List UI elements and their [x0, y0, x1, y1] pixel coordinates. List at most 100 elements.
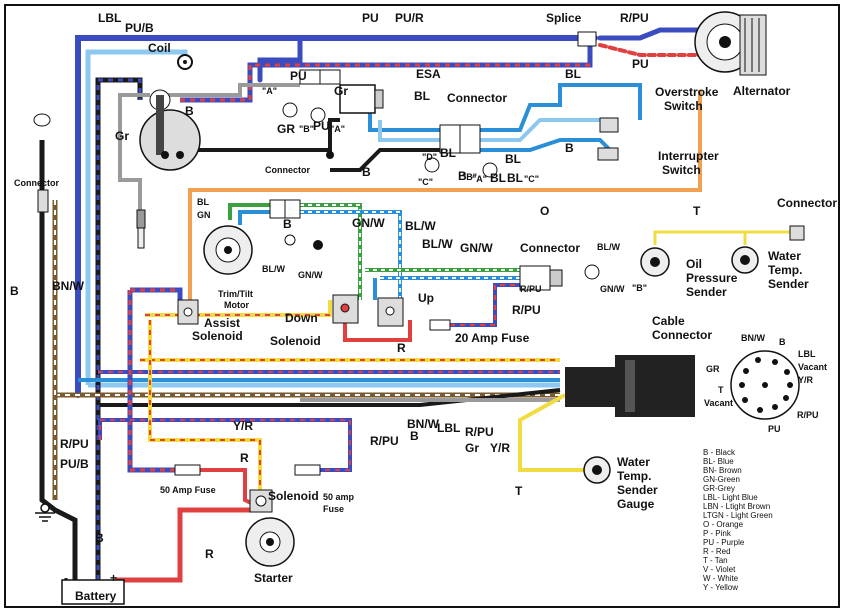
label-bundle-bnw: BN/W: [407, 417, 440, 431]
solenoid-down: [332, 294, 359, 324]
label-o: O: [540, 204, 549, 218]
label-switch2: Switch: [662, 163, 701, 177]
label-r-pu-top: R/PU: [620, 11, 649, 25]
label-bl-lower1: BL: [440, 146, 456, 160]
label-connector-left: Connector: [14, 178, 59, 188]
splice: [577, 31, 597, 47]
label-bl-w-mid: BL/W: [422, 237, 453, 251]
label-cable-connector: Connector: [652, 328, 712, 342]
label-connector-oil: Connector: [777, 196, 837, 210]
legend-entry: LBN - Ltight Brown: [703, 502, 770, 511]
label-bl-lower2: BL: [505, 152, 521, 166]
pin-y-r: Y/R: [798, 375, 814, 385]
oil-pressure-sender: [640, 247, 670, 277]
label-up: Up: [418, 291, 434, 305]
label-bl-w-trim: BL/W: [405, 219, 436, 233]
cable-pin-diagram: [730, 350, 800, 420]
label-water-temp1: Water: [768, 249, 801, 263]
label-gr-lower: GR: [277, 122, 295, 136]
label-pu-b-top: PU/B: [125, 21, 154, 35]
label-gn-trim: GN: [197, 210, 211, 220]
label-plus: +: [110, 571, 117, 585]
label-b-quote: "B": [299, 124, 314, 134]
legend-entry: T - Tan: [703, 556, 728, 565]
label-water-temp2: Temp.: [768, 263, 802, 277]
label-cable: Cable: [652, 314, 685, 328]
connector-oil: [789, 225, 805, 241]
label-pressure: Pressure: [686, 271, 738, 285]
label-bl-overstroke: BL: [565, 67, 581, 81]
solenoid-up: [377, 297, 404, 327]
connector-left: [33, 113, 51, 213]
label-solenoid-mid: Solenoid: [270, 334, 321, 348]
label-t-gauge: T: [515, 484, 523, 498]
starter-solenoid: [249, 489, 273, 513]
label-interrupter: Interrupter: [658, 149, 719, 163]
label-gr-esa: Gr: [334, 84, 348, 98]
label-bl-w-conn: BL/W: [597, 242, 620, 252]
label-overstroke: Overstroke: [655, 85, 719, 99]
legend-entry: BL- Blue: [703, 457, 734, 466]
fuse-20-amp: [429, 319, 451, 331]
wire-o: [188, 90, 702, 300]
label-pu-b-left: PU/B: [60, 457, 89, 471]
trigger-terminals: [424, 157, 498, 178]
label-r-under: R: [397, 341, 406, 355]
connector-mid: [439, 124, 481, 154]
pin-vacant1: Vacant: [798, 362, 827, 372]
label-r-pu-fuse: R/PU: [512, 303, 541, 317]
pin-r-pu: R/PU: [797, 410, 819, 420]
label-r-upper-sol: R: [240, 451, 249, 465]
label-r-bottom: R: [205, 547, 214, 561]
label-sender: Sender: [686, 285, 727, 299]
wire-pu-top: [75, 27, 703, 398]
label-gauge2: Temp.: [617, 469, 651, 483]
label-fuse-50b1: 50 amp: [323, 492, 355, 502]
esa-module: [339, 84, 384, 114]
pin-pu: PU: [768, 424, 781, 434]
label-bundle-lbl: LBL: [437, 421, 460, 435]
terminals-gr-pu: [282, 102, 334, 159]
wire-b-left: [39, 140, 78, 585]
label-c-quote: "C": [524, 174, 539, 184]
label-water-temp3: Sender: [768, 277, 809, 291]
battery: [61, 579, 125, 605]
wire-pu-r: [180, 38, 593, 103]
label-esa: ESA: [416, 67, 441, 81]
spark-plug: [136, 209, 146, 249]
label-coil: Coil: [148, 41, 171, 55]
wire-labels: LBL PU/B PU PU/R Splice R/PU PU BL BL B …: [10, 11, 701, 561]
label-motor: Motor: [224, 300, 249, 310]
label-a-small: "A": [330, 124, 345, 134]
wire-trim: [228, 203, 520, 305]
label-r-pu-mid: R/PU: [370, 434, 399, 448]
label-gn-w-trim: GN/W: [352, 216, 385, 230]
component-labels: Coil ESA Connector Alternator Overstroke…: [14, 41, 837, 603]
legend-entry: GN-Green: [703, 475, 740, 484]
wire-bn-w: [52, 200, 560, 500]
pin-vacant2: Vacant: [704, 398, 733, 408]
label-lbl-top: LBL: [98, 11, 121, 25]
label-bundle-gr: Gr: [465, 441, 479, 455]
pin-t: T: [718, 385, 724, 395]
coil: [177, 54, 193, 70]
bl-w-terminal: [584, 264, 600, 280]
label-y-r-mid: Y/R: [233, 419, 253, 433]
pin-gr: GR: [706, 364, 720, 374]
label-alternator: Alternator: [733, 84, 791, 98]
legend-entry: LBL- Light Blue: [703, 493, 758, 502]
label-gauge1: Water: [617, 455, 650, 469]
legend-entry: LTGN - Light Green: [703, 511, 773, 520]
label-gauge4: Gauge: [617, 497, 655, 511]
label-bundle-yr: Y/R: [490, 441, 510, 455]
cable-pin-labels: BN/W B LBL Vacant Y/R GR T Vacant R/PU P…: [704, 333, 827, 434]
starter-motor: [245, 517, 295, 567]
wire-b-coil: [165, 118, 340, 152]
label-minus: -: [64, 571, 68, 585]
wire-gr: [118, 83, 300, 210]
label-bn-w-left: BN/W: [52, 279, 85, 293]
distributor: [139, 89, 201, 171]
label-b-bottom: B: [95, 531, 104, 545]
label-gn-w-mid: GN/W: [460, 241, 493, 255]
